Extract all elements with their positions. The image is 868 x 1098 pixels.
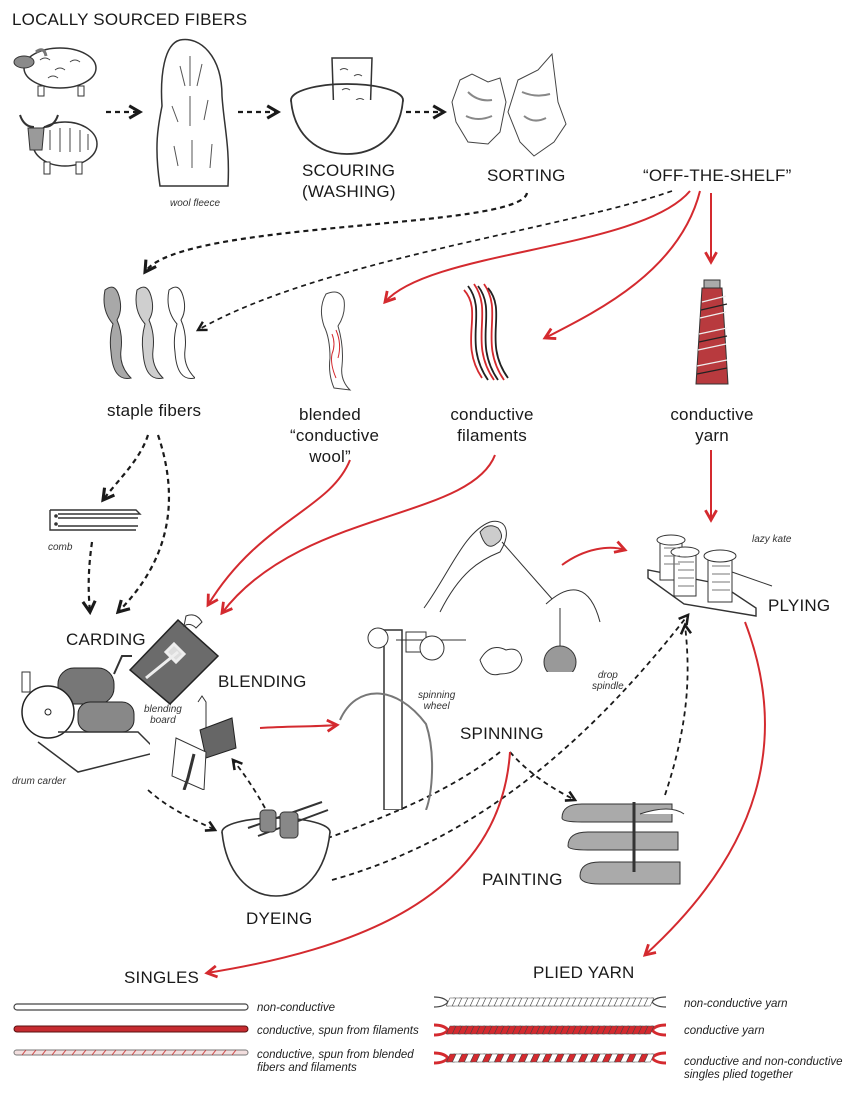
diagram-title: LOCALLY SOURCED FIBERS — [12, 10, 248, 29]
stage-carding: CARDING — [66, 630, 146, 649]
conductive-yarn-cone-icon — [695, 279, 729, 385]
stage-off-the-shelf: “OFF-THE-SHELF” — [643, 166, 792, 185]
legend-singles-swatches — [13, 1003, 249, 1056]
arrow-dyeing-to-blending — [233, 760, 266, 809]
stage-painting: PAINTING — [482, 870, 563, 889]
legend-plied-item-1: non-conductive yarn — [684, 998, 788, 1010]
arrow-spinning-to-plying — [561, 548, 625, 566]
legend-plied-title: PLIED YARN — [533, 963, 635, 982]
ply-twist — [643, 1025, 655, 1035]
arrow-sorting-to-staple — [145, 192, 529, 272]
plied-conductive-swatch — [433, 1023, 667, 1037]
arrow-painting-to-plying — [664, 625, 688, 796]
hand-carder-icon — [171, 695, 237, 790]
legend-singles-title: SINGLES — [124, 968, 200, 987]
arrow-plying-to-plied — [645, 621, 766, 955]
spinning-wheel-icon — [339, 627, 466, 810]
blended-wool-icon — [320, 291, 352, 391]
arrow-offshelf-to-staple — [198, 190, 673, 330]
conductive-filaments-icon — [463, 283, 509, 381]
arrow-spinning-to-painting — [509, 751, 575, 800]
arrow-staple-to-carding — [118, 434, 171, 612]
comb-icon — [49, 509, 142, 531]
yak-icon — [19, 114, 98, 175]
ply-twist — [643, 997, 655, 1007]
plied-non-conductive-swatch — [433, 996, 667, 1008]
staple-fibers-icon — [103, 286, 195, 379]
dyeing-bowl-icon — [221, 801, 331, 897]
arrow-carder-to-dyeing — [147, 789, 215, 830]
drop-spindle-hands-icon — [423, 520, 601, 672]
stage-scouring: SCOURING(WASHING) — [302, 161, 396, 201]
fleece-hand-icon — [479, 647, 523, 676]
stage-sorting: SORTING — [487, 166, 566, 185]
sorted-wool-icon — [451, 52, 567, 157]
material-staple-fibers: staple fibers — [107, 401, 202, 420]
arrow-spinning-to-singles — [207, 751, 511, 973]
legend-plied-swatches — [433, 996, 667, 1065]
arrow-blending-to-spinning — [259, 725, 337, 728]
arrow-offshelf-to-filaments — [545, 190, 701, 338]
stage-blending: BLENDING — [218, 672, 307, 691]
drum-carder-icon — [21, 655, 150, 773]
single-conductive-filament-swatch — [13, 1025, 249, 1033]
lazy-kate-icon — [647, 534, 773, 617]
scouring-bowl-icon — [290, 57, 404, 155]
arrow-offshelf-to-blended-wool — [385, 190, 691, 302]
stage-plying: PLYING — [768, 596, 831, 615]
arrow-staple-to-comb — [103, 434, 150, 500]
stage-dyeing: DYEING — [246, 909, 313, 928]
lazy-kate-caption: lazy kate — [752, 534, 792, 545]
wool-fleece-icon — [156, 38, 230, 187]
comb-caption: comb — [48, 542, 73, 553]
arrow-comb-to-carding — [89, 541, 92, 612]
legend-singles-item-1: non-conductive — [257, 1002, 335, 1014]
ply-twist — [643, 1053, 655, 1063]
drum-carder-caption: drum carder — [12, 776, 66, 787]
legend-singles-item-2: conductive, spun from filaments — [257, 1025, 419, 1037]
sheep-icon — [13, 47, 97, 97]
painting-skeins-icon — [561, 802, 685, 885]
stage-spinning: SPINNING — [460, 724, 544, 743]
arrow-blended-wool-to-blending — [208, 459, 351, 605]
blending-board-icon — [128, 614, 220, 706]
legend-plied-item-2: conductive yarn — [684, 1025, 765, 1037]
arrow-filaments-to-blending — [222, 454, 496, 613]
plied-mixed-swatch — [433, 1051, 667, 1065]
single-conductive-blended-swatch — [13, 1049, 249, 1056]
single-non-conductive-swatch — [13, 1003, 249, 1011]
wool-fleece-caption: wool fleece — [170, 198, 221, 209]
legend-plied-item-3: conductive and non-conductive singles pl… — [684, 1056, 843, 1081]
legend-singles-item-3: conductive, spun from blended fibers and… — [257, 1049, 414, 1074]
